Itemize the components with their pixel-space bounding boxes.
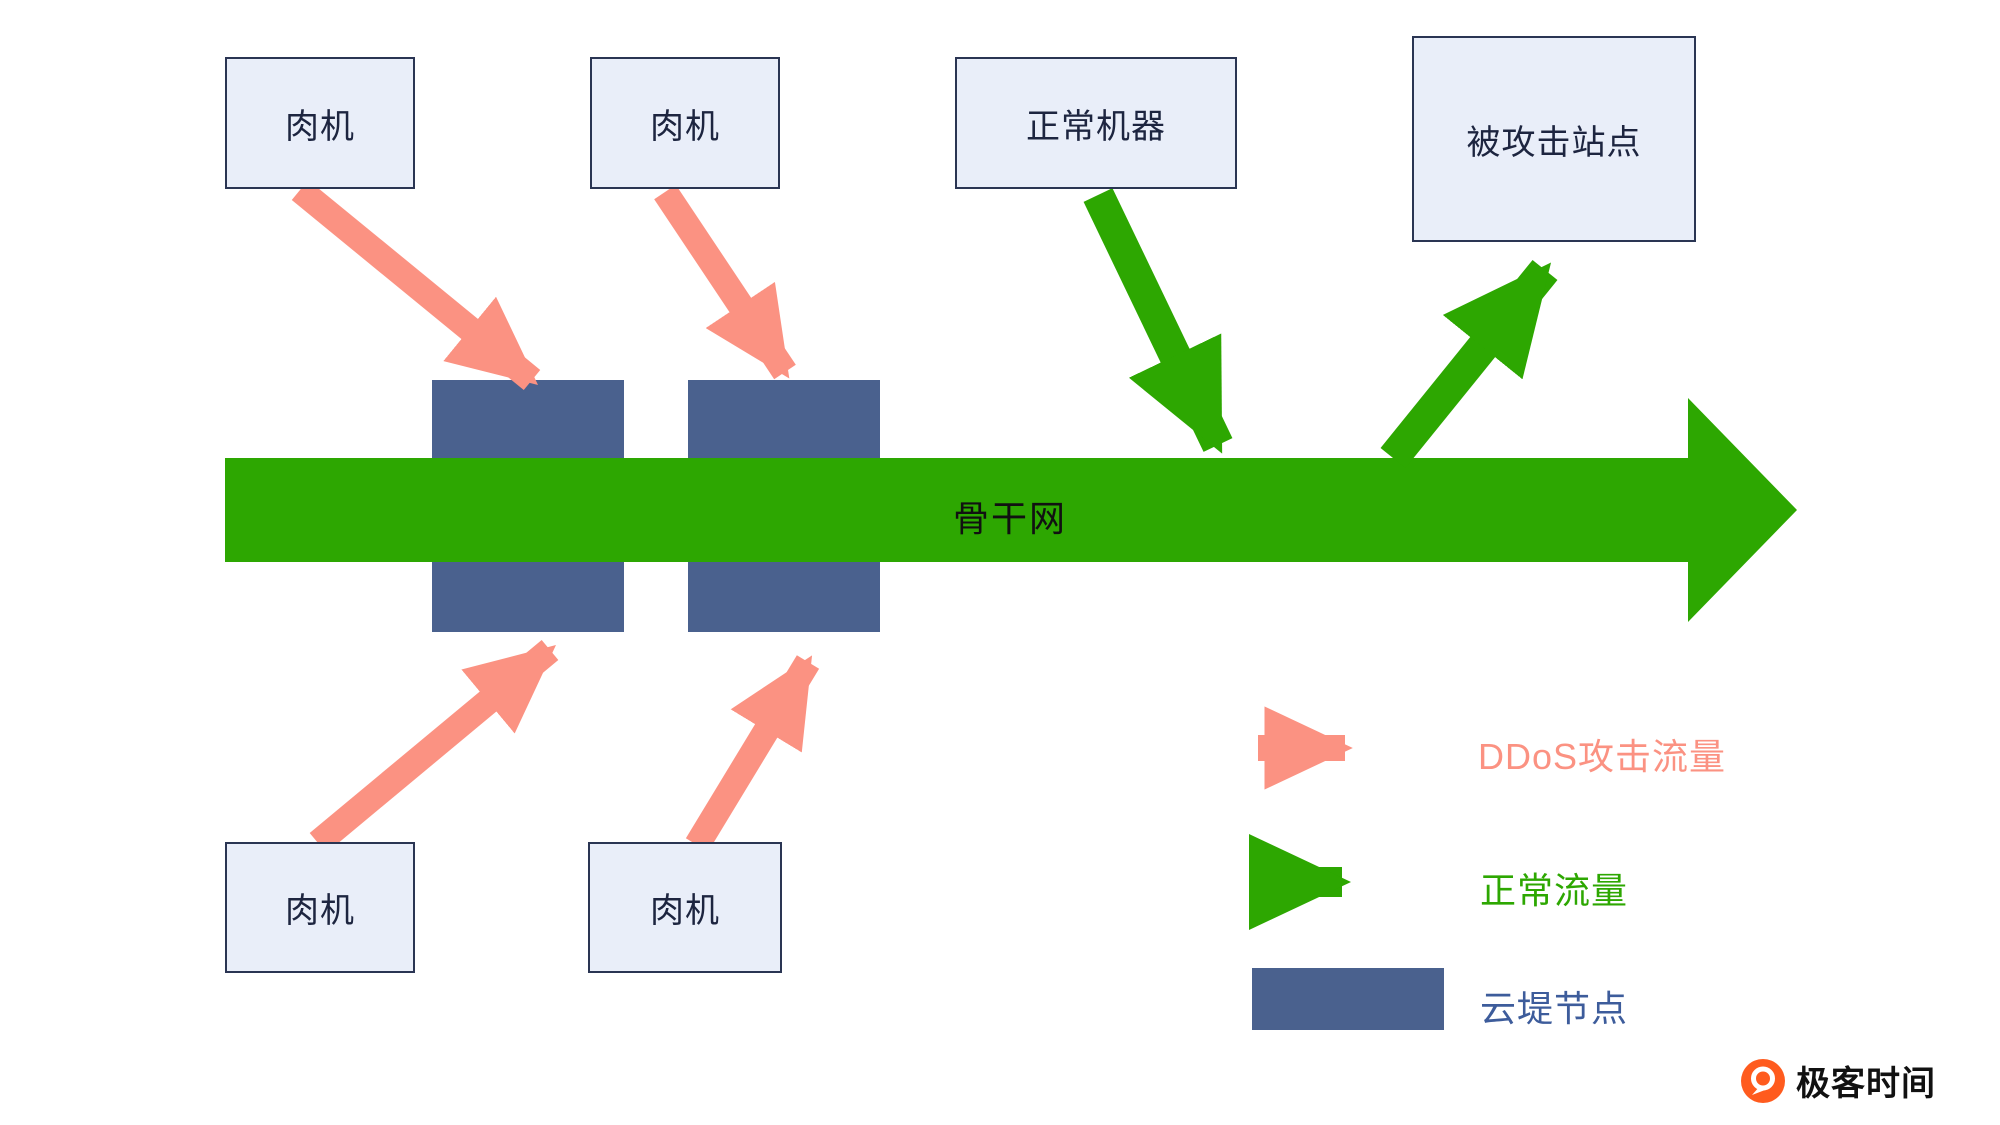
geektime-watermark: 极客时间 xyxy=(1740,1056,1936,1105)
zombie-machine-box-bottom-left: 肉机 xyxy=(225,842,415,973)
zombie-machine-label: 肉机 xyxy=(285,107,355,146)
backbone-network-label: 骨干网 xyxy=(952,498,1067,539)
backbone-arrow xyxy=(225,398,1797,622)
normal-machine-box: 正常机器 xyxy=(955,57,1237,189)
normal-arrow-to-site xyxy=(1380,259,1558,469)
legend-ddos-label: DDoS攻击流量 xyxy=(1478,736,1727,777)
ddos-arrow-bottom-left xyxy=(309,640,559,853)
zombie-machine-box-top-middle: 肉机 xyxy=(590,57,780,189)
geektime-logo-text: 极客时间 xyxy=(1796,1065,1936,1103)
zombie-machine-box-bottom-middle: 肉机 xyxy=(588,842,782,973)
zombie-machine-label: 肉机 xyxy=(650,107,720,146)
ddos-arrow-top-left xyxy=(291,179,541,391)
ddos-arrow-top-middle xyxy=(654,184,796,380)
geektime-logo-icon xyxy=(1741,1058,1785,1103)
zombie-machine-label: 肉机 xyxy=(285,892,355,930)
legend-normal-label: 正常流量 xyxy=(1480,870,1629,911)
zombie-machine-box-top-left: 肉机 xyxy=(225,57,415,189)
attacked-site-box: 被攻击站点 xyxy=(1412,36,1696,242)
normal-arrow-inbound xyxy=(1083,188,1233,454)
legend-node-swatch xyxy=(1252,968,1444,1030)
normal-machine-label: 正常机器 xyxy=(1026,107,1166,146)
ddos-arrow-bottom-middle xyxy=(685,655,820,852)
legend-node-label: 云堤节点 xyxy=(1480,988,1629,1029)
attacked-site-label: 被攻击站点 xyxy=(1466,123,1642,162)
zombie-machine-label: 肉机 xyxy=(650,892,720,930)
